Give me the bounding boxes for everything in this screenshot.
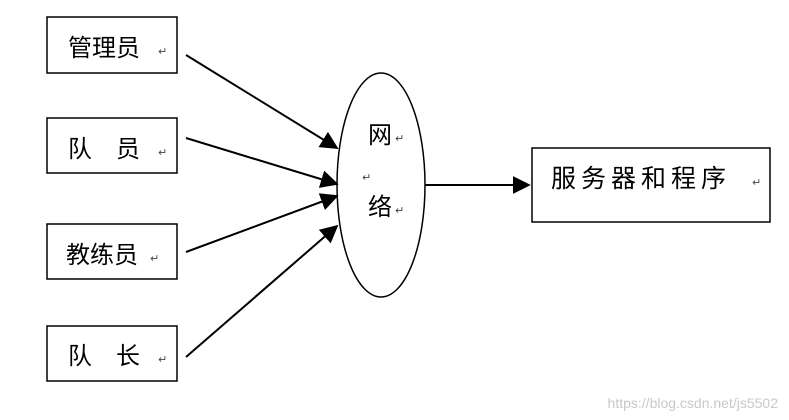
- node-network-label-top: 网: [368, 121, 392, 149]
- edge-captain-network: [185, 224, 339, 358]
- node-captain-label: 队 长: [68, 342, 140, 370]
- node-network: 网 ↵ ↵ 络 ↵: [336, 72, 426, 298]
- node-captain: 队 长 ↵: [46, 325, 178, 382]
- para-mark: ↵: [158, 45, 167, 58]
- node-member-label: 队 员: [68, 135, 140, 163]
- watermark: https://blog.csdn.net/js5502: [608, 395, 779, 411]
- para-mark: ↵: [395, 204, 404, 217]
- para-mark: ↵: [150, 252, 159, 265]
- para-mark: ↵: [395, 132, 404, 145]
- para-mark: ↵: [362, 171, 371, 184]
- para-mark: ↵: [752, 176, 761, 189]
- edge-admin-network: [185, 54, 339, 149]
- node-coach: 教练员 ↵: [46, 223, 178, 280]
- para-mark: ↵: [158, 353, 167, 366]
- node-coach-label: 教练员: [66, 241, 138, 269]
- node-member: 队 员 ↵: [46, 117, 178, 174]
- node-server-label: 服务器和程序: [551, 164, 731, 193]
- node-server: 服务器和程序 ↵: [531, 147, 771, 223]
- edge-coach-network: [185, 193, 339, 253]
- edge-member-network: [185, 137, 339, 188]
- node-admin-label: 管理员: [68, 34, 140, 62]
- node-network-label-bottom: 络: [368, 193, 392, 221]
- para-mark: ↵: [158, 146, 167, 159]
- node-admin: 管理员 ↵: [46, 16, 178, 74]
